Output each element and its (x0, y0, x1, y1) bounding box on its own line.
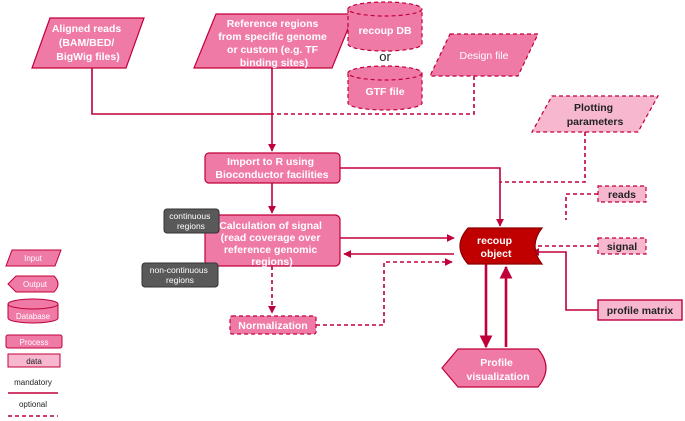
svg-text:Database: Database (16, 312, 51, 321)
node-calculation-of-signal: Calculation of signal (read coverage ove… (204, 214, 341, 268)
edge-import-to-recoup (340, 167, 504, 227)
node-normalization: Normalization (229, 315, 317, 335)
node-plotting-parameters: Plotting parameters (530, 95, 660, 133)
node-signal-label: signal (607, 241, 637, 253)
node-calculation-of-signal-label: Calculation of signal (read coverage ove… (219, 220, 325, 268)
or-label: or (379, 49, 391, 64)
edge-reads-to-recoup (565, 193, 598, 220)
legend-database: Database (7, 298, 59, 324)
node-design-file-label: Design file (459, 50, 508, 62)
node-recoup-db-label: recoup DB (358, 25, 412, 37)
legend-mandatory: mandatory (8, 378, 58, 394)
node-recoup-object: recoup object (459, 227, 544, 265)
node-profile-matrix-label: profile matrix (607, 305, 674, 317)
connectors (91, 68, 598, 349)
svg-text:Process: Process (20, 338, 49, 347)
node-recoup-object-label: recoup object (477, 235, 515, 260)
node-non-continuous-regions: non-continuous regions (141, 262, 219, 288)
legend-input: Input (5, 249, 62, 267)
legend: Input Output Database Process data manda… (5, 249, 63, 417)
svg-text:optional: optional (19, 400, 47, 409)
node-normalization-label: Normalization (238, 320, 307, 332)
edge-normalization-to-recoup (316, 258, 453, 326)
edge-aligned-reads-to-import (91, 68, 272, 115)
node-reference-regions-label: Reference regions from specific genome o… (218, 18, 329, 69)
node-profile-visualization: Profile visualization (441, 348, 547, 388)
legend-optional: optional (8, 400, 58, 417)
node-recoup-db: recoup DB (347, 1, 423, 52)
node-gtf-file-label: GTF file (365, 86, 404, 98)
legend-process: Process (5, 334, 63, 349)
node-non-continuous-regions-label: non-continuous regions (150, 265, 211, 285)
legend-data: data (7, 353, 61, 368)
node-reads-label: reads (608, 189, 636, 201)
svg-text:Input: Input (24, 254, 43, 263)
node-aligned-reads-label: Aligned reads (BAM/BED/ BigWig files) (52, 23, 124, 63)
edge-design-file-to-import (272, 76, 475, 115)
node-aligned-reads: Aligned reads (BAM/BED/ BigWig files) (31, 17, 145, 69)
svg-text:mandatory: mandatory (14, 378, 52, 387)
node-continuous-regions: continuous regions (163, 208, 220, 234)
legend-output: Output (7, 275, 59, 293)
node-import-to-r-label: Import to R using Bioconductor facilitie… (215, 156, 328, 181)
node-gtf-file: GTF file (347, 65, 423, 111)
edge-profile-matrix-to-recoup (531, 248, 598, 311)
node-reference-regions: Reference regions from specific genome o… (193, 13, 355, 69)
node-import-to-r: Import to R using Bioconductor facilitie… (204, 152, 341, 184)
node-profile-matrix: profile matrix (597, 299, 683, 321)
node-profile-visualization-label: Profile visualization (466, 357, 529, 383)
node-continuous-regions-label: continuous regions (169, 211, 213, 231)
svg-text:Output: Output (23, 280, 48, 289)
edge-plotting-to-recoup (500, 132, 586, 183)
node-design-file: Design file (429, 33, 539, 77)
node-reads: reads (597, 185, 647, 203)
svg-text:data: data (26, 357, 42, 366)
node-plotting-parameters-label: Plotting parameters (567, 102, 624, 128)
node-signal: signal (597, 237, 647, 255)
